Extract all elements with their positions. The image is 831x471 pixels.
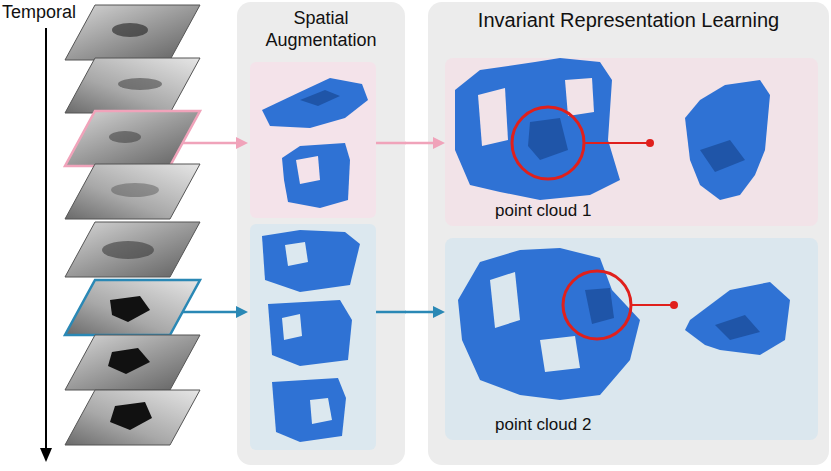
chair-highlight <box>528 118 568 160</box>
panel-fill <box>445 58 818 226</box>
scene-cloud-2 <box>458 248 790 400</box>
point-cloud <box>262 78 368 128</box>
point-cloud <box>282 143 350 208</box>
point-cloud <box>458 248 640 400</box>
cloud-shade <box>715 315 760 340</box>
pink-arrow <box>183 142 238 145</box>
selected-frame <box>65 111 200 166</box>
blue-arrow-stub <box>376 311 406 314</box>
frame-shade <box>102 241 154 259</box>
augmented-clouds <box>262 78 368 442</box>
scene-cloud-1 <box>455 58 770 200</box>
temporal-arrowhead <box>40 448 52 462</box>
depth-frame <box>65 390 200 445</box>
pink-arrowhead <box>236 137 248 149</box>
frame-shade <box>111 183 159 197</box>
pink-arrow-stub <box>376 142 406 145</box>
leader-line <box>631 304 672 306</box>
cloud-gap <box>296 156 320 184</box>
depth-frame <box>65 222 200 277</box>
blue-group <box>250 224 376 450</box>
blue-arrowhead <box>236 306 248 318</box>
frame-shade <box>109 131 141 143</box>
chair-cloud <box>685 282 790 355</box>
temporal-axis <box>45 28 47 450</box>
point-cloud <box>268 300 352 366</box>
point-cloud <box>455 58 620 200</box>
panel-fill <box>237 2 405 465</box>
panel-heading: Spatial Augmentation <box>246 8 396 51</box>
frame-shade <box>110 402 152 430</box>
leader-dot <box>646 139 654 147</box>
view-label: point cloud 2 <box>495 415 591 435</box>
focus-circle <box>512 107 584 179</box>
view-label: point cloud 1 <box>495 201 591 221</box>
selected-frame <box>65 280 200 335</box>
frame-shade <box>108 348 150 374</box>
point-cloud <box>262 230 360 292</box>
depth-frame <box>65 5 200 60</box>
panel-heading: Invariant Representation Learning <box>478 8 779 32</box>
flow-arrow <box>405 306 445 318</box>
cloud-shade <box>300 90 340 106</box>
blue-arrow <box>183 311 238 314</box>
chair-cloud <box>685 80 770 200</box>
chair-highlight <box>585 288 614 324</box>
axis-label: Temporal <box>2 2 76 23</box>
arrowhead <box>433 306 445 318</box>
focus-circle <box>563 271 631 339</box>
leader-dot <box>670 301 678 309</box>
arrow-line <box>405 142 435 145</box>
cloud-gap <box>285 242 308 266</box>
frame-shade <box>112 23 148 37</box>
point-cloud <box>272 378 346 442</box>
cloud-gap <box>490 272 520 328</box>
view-box: point cloud 1 <box>445 58 818 226</box>
leader-line <box>584 142 648 144</box>
depth-frame <box>65 58 200 113</box>
cloud-shade <box>700 140 745 172</box>
arrow-line <box>405 311 435 314</box>
frame-shade <box>110 296 150 322</box>
flow-arrow <box>405 137 445 149</box>
cloud-gap <box>478 88 508 146</box>
depth-frame <box>65 335 200 390</box>
learning-panel: Invariant Representation Learning point c… <box>428 2 829 465</box>
depth-frame <box>65 164 200 219</box>
view-box: point cloud 2 <box>445 238 818 440</box>
panel-fill <box>445 238 818 440</box>
panel-fill <box>428 2 829 465</box>
cloud-gap <box>310 398 332 424</box>
cloud-gap <box>540 336 580 372</box>
augmentation-panel: Spatial Augmentation <box>237 2 405 465</box>
depth-frames <box>65 5 200 445</box>
frame-shade <box>118 78 162 90</box>
cloud-gap <box>282 314 302 340</box>
pink-group <box>250 62 376 218</box>
cloud-gap <box>565 78 594 116</box>
arrowhead <box>433 137 445 149</box>
